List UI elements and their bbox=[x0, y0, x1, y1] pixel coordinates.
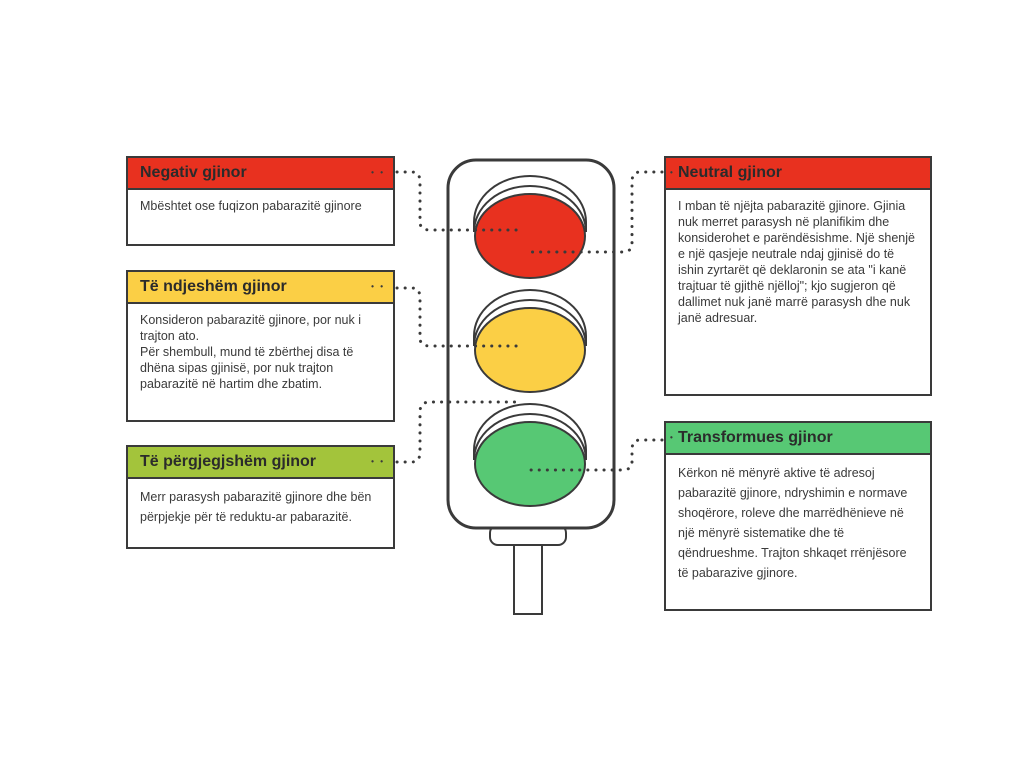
card-body-negative: Mbështet ose fuqizon pabarazitë gjinore bbox=[128, 190, 393, 220]
card-title-negative: Negativ gjinor bbox=[128, 158, 393, 190]
card-body-responsive: Merr parasysh pabarazitë gjinore dhe bën… bbox=[128, 479, 393, 533]
connector-transform bbox=[526, 438, 664, 472]
connector-sensitive bbox=[395, 286, 522, 348]
card-body-neutral: I mban të njëjta pabarazitë gjinore. Gji… bbox=[666, 190, 930, 332]
card-neutral-gender: Neutral gjinor I mban të njëjta pabarazi… bbox=[664, 156, 932, 396]
card-text-sensitive-2: Për shembull, mund të zbërthej disa të d… bbox=[140, 345, 354, 391]
card-text-responsive: Merr parasysh pabarazitë gjinore dhe bën… bbox=[140, 490, 372, 524]
card-transformative-gender: Transformues gjinor Kërkon në mënyrë akt… bbox=[664, 421, 932, 611]
connector-negative bbox=[395, 170, 522, 232]
card-title-transform: Transformues gjinor bbox=[666, 423, 930, 455]
green-light bbox=[473, 403, 587, 507]
traffic-light-pole bbox=[513, 537, 543, 615]
red-light bbox=[473, 175, 587, 279]
card-title-responsive: Të përgjegjshëm gjinor bbox=[128, 447, 393, 479]
card-responsive-gender: Të përgjegjshëm gjinor Merr parasysh pab… bbox=[126, 445, 395, 549]
card-body-sensitive: Konsideron pabarazitë gjinore, por nuk i… bbox=[128, 304, 393, 398]
connector-responsive bbox=[395, 400, 522, 464]
card-text-neutral: I mban të njëjta pabarazitë gjinore. Gji… bbox=[678, 199, 915, 325]
card-text-sensitive-1: Konsideron pabarazitë gjinore, por nuk i… bbox=[140, 313, 361, 343]
yellow-light bbox=[473, 289, 587, 393]
connector-neutral bbox=[526, 170, 664, 254]
card-body-transform: Kërkon në mënyrë aktive të adresoj pabar… bbox=[666, 455, 930, 589]
card-text-negative: Mbështet ose fuqizon pabarazitë gjinore bbox=[140, 199, 362, 213]
card-text-transform: Kërkon në mënyrë aktive të adresoj pabar… bbox=[678, 466, 908, 580]
card-sensitive-gender: Të ndjeshëm gjinor Konsideron pabarazitë… bbox=[126, 270, 395, 422]
card-negative-gender: Negativ gjinor Mbështet ose fuqizon paba… bbox=[126, 156, 395, 246]
card-title-neutral: Neutral gjinor bbox=[666, 158, 930, 190]
card-title-sensitive: Të ndjeshëm gjinor bbox=[128, 272, 393, 304]
